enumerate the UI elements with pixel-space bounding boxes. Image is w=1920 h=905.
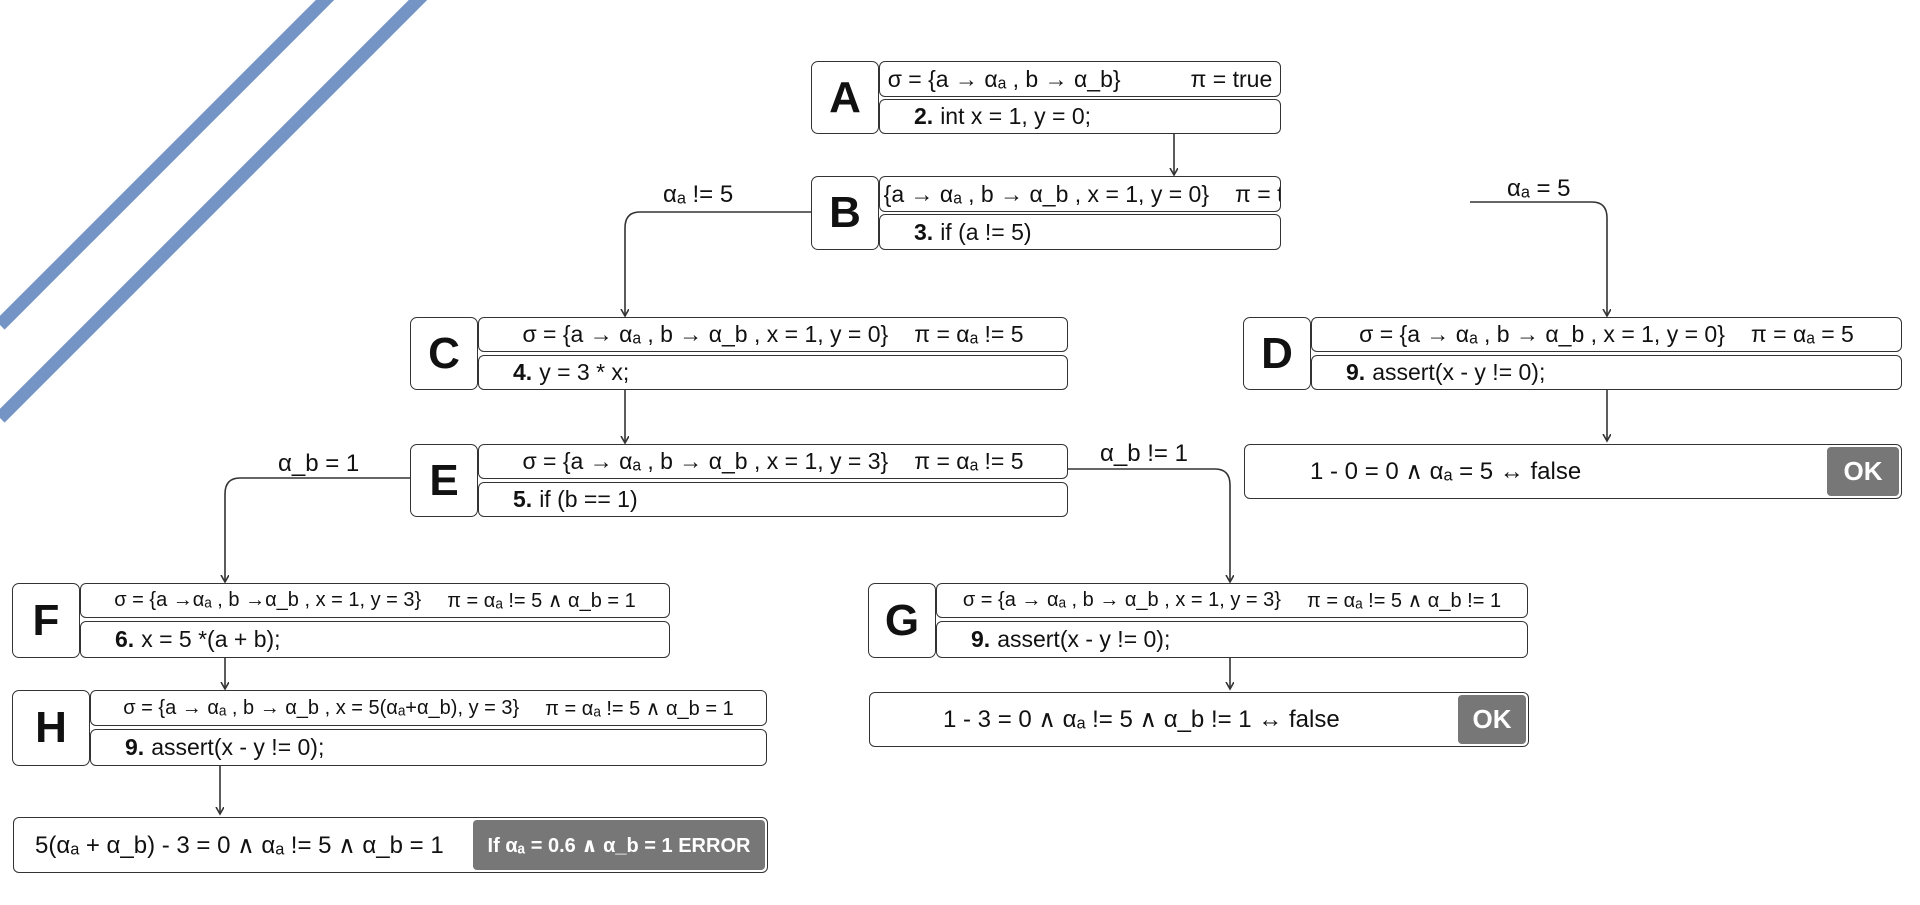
sigma-text: σ = {a → αₐ , b → α_b} <box>887 65 1121 92</box>
edge-b-c <box>625 211 811 316</box>
node-letter: H <box>12 690 90 766</box>
path-condition: π = true <box>1235 180 1280 207</box>
statement-code: x = 5 *(a + b); <box>141 626 281 652</box>
line-number: 5. <box>513 486 533 512</box>
error-badge: If αₐ = 0.6 ∧ α_b = 1 ERROR <box>473 820 765 870</box>
line-number: 6. <box>115 626 135 652</box>
node-letter: B <box>811 176 879 250</box>
line-number: 3. <box>914 218 934 245</box>
line-number: 9. <box>971 626 991 652</box>
line-number: 4. <box>513 359 533 385</box>
verification-formula: 1 - 3 = 0 ∧ αₐ != 5 ∧ α_b != 1 ↔ false <box>943 706 1340 733</box>
statement-row: 2. int x = 1, y = 0; <box>879 99 1281 134</box>
path-condition: π = αₐ != 5 <box>914 448 1024 474</box>
node-letter: E <box>410 444 478 517</box>
sigma-text: σ = {a →αₐ , b →α_b , x = 1, y = 3} <box>114 589 422 611</box>
line-number: 9. <box>125 734 145 760</box>
statement-code: if (a != 5) <box>940 218 1032 245</box>
edge-e-f <box>225 477 410 582</box>
statement-code: y = 3 * x; <box>539 359 630 385</box>
state-row: σ = {a → αₐ , b → α_b , x = 1, y = 0} π … <box>1311 317 1902 352</box>
line-number: 2. <box>914 103 934 129</box>
statement-code: assert(x - y != 0); <box>151 734 325 760</box>
statement-code: if (b == 1) <box>539 486 638 512</box>
statement-row: 4. y = 3 * x; <box>478 355 1068 390</box>
decorative-stripe <box>0 0 428 423</box>
state-row: σ = {a →αₐ , b →α_b , x = 1, y = 3} π = … <box>80 583 670 618</box>
statement-row: 9. assert(x - y != 0); <box>90 729 767 766</box>
node-letter: A <box>811 61 879 134</box>
node-letter: C <box>410 317 478 390</box>
statement-code: assert(x - y != 0); <box>1372 359 1546 385</box>
line-number: 9. <box>1346 359 1366 385</box>
state-row: σ = {a → αₐ , b → α_b , x = 1, y = 3} π … <box>478 444 1068 479</box>
statement-row: 9. assert(x - y != 0); <box>936 621 1528 658</box>
sigma-text: σ = {a → αₐ , b → α_b , x = 1, y = 3} <box>962 589 1281 611</box>
edge-label-b-left: αₐ != 5 <box>663 181 734 208</box>
state-row: σ = {a → αₐ , b → α_b} π = true <box>879 61 1281 97</box>
result-box-h: 5(αₐ + α_b) - 3 = 0 ∧ αₐ != 5 ∧ α_b = 1 … <box>13 817 768 873</box>
path-condition: π = true <box>1190 65 1273 92</box>
state-row: σ = {a → αₐ , b → α_b , x = 5(αₐ+α_b), y… <box>90 690 767 726</box>
verification-formula: 5(αₐ + α_b) - 3 = 0 ∧ αₐ != 5 ∧ α_b = 1 <box>35 831 444 859</box>
statement-row: 3. if (a != 5) <box>879 214 1281 250</box>
state-row: σ = {a → αₐ , b → α_b , x = 1, y = 0} π … <box>879 176 1281 212</box>
node-letter: F <box>12 583 80 658</box>
statement-code: assert(x - y != 0); <box>997 626 1171 652</box>
statement-code: int x = 1, y = 0; <box>940 103 1092 129</box>
ok-badge: OK <box>1827 447 1899 496</box>
sigma-text: σ = {a → αₐ , b → α_b , x = 1, y = 0} <box>879 180 1210 207</box>
ok-badge: OK <box>1458 695 1526 744</box>
statement-row: 6. x = 5 *(a + b); <box>80 621 670 658</box>
sigma-text: σ = {a → αₐ , b → α_b , x = 5(αₐ+α_b), y… <box>123 696 520 719</box>
path-condition: π = αₐ != 5 <box>914 321 1024 347</box>
sigma-text: σ = {a → αₐ , b → α_b , x = 1, y = 0} <box>1359 321 1725 347</box>
sigma-text: σ = {a → αₐ , b → α_b , x = 1, y = 0} <box>522 321 889 347</box>
edge-e-g <box>1068 468 1230 582</box>
decorative-stripe <box>0 0 335 330</box>
path-condition: π = αₐ != 5 ∧ α_b != 1 <box>1306 590 1502 612</box>
edge-label-e-right: α_b != 1 <box>1100 440 1188 467</box>
statement-row: 5. if (b == 1) <box>478 482 1068 517</box>
statement-row: 9. assert(x - y != 0); <box>1311 355 1902 390</box>
path-condition: π = αₐ != 5 ∧ α_b = 1 <box>447 590 636 612</box>
path-condition: π = αₐ != 5 ∧ α_b = 1 <box>545 697 734 720</box>
state-row: σ = {a → αₐ , b → α_b , x = 1, y = 3} π … <box>936 583 1528 618</box>
sigma-text: σ = {a → αₐ , b → α_b , x = 1, y = 3} <box>522 448 889 474</box>
edge-b-d <box>1470 201 1607 316</box>
path-condition: π = αₐ = 5 <box>1750 321 1854 347</box>
node-letter: D <box>1243 317 1311 390</box>
verification-formula: 1 - 0 = 0 ∧ αₐ = 5 ↔ false <box>1310 458 1582 485</box>
edge-label-e-left: α_b = 1 <box>278 450 360 477</box>
state-row: σ = {a → αₐ , b → α_b , x = 1, y = 0} π … <box>478 317 1068 352</box>
edge-label-b-right: αₐ = 5 <box>1507 175 1571 202</box>
result-box-d: 1 - 0 = 0 ∧ αₐ = 5 ↔ false OK <box>1244 444 1902 499</box>
node-letter: G <box>868 583 936 658</box>
result-box-g: 1 - 3 = 0 ∧ αₐ != 5 ∧ α_b != 1 ↔ false O… <box>869 692 1529 747</box>
